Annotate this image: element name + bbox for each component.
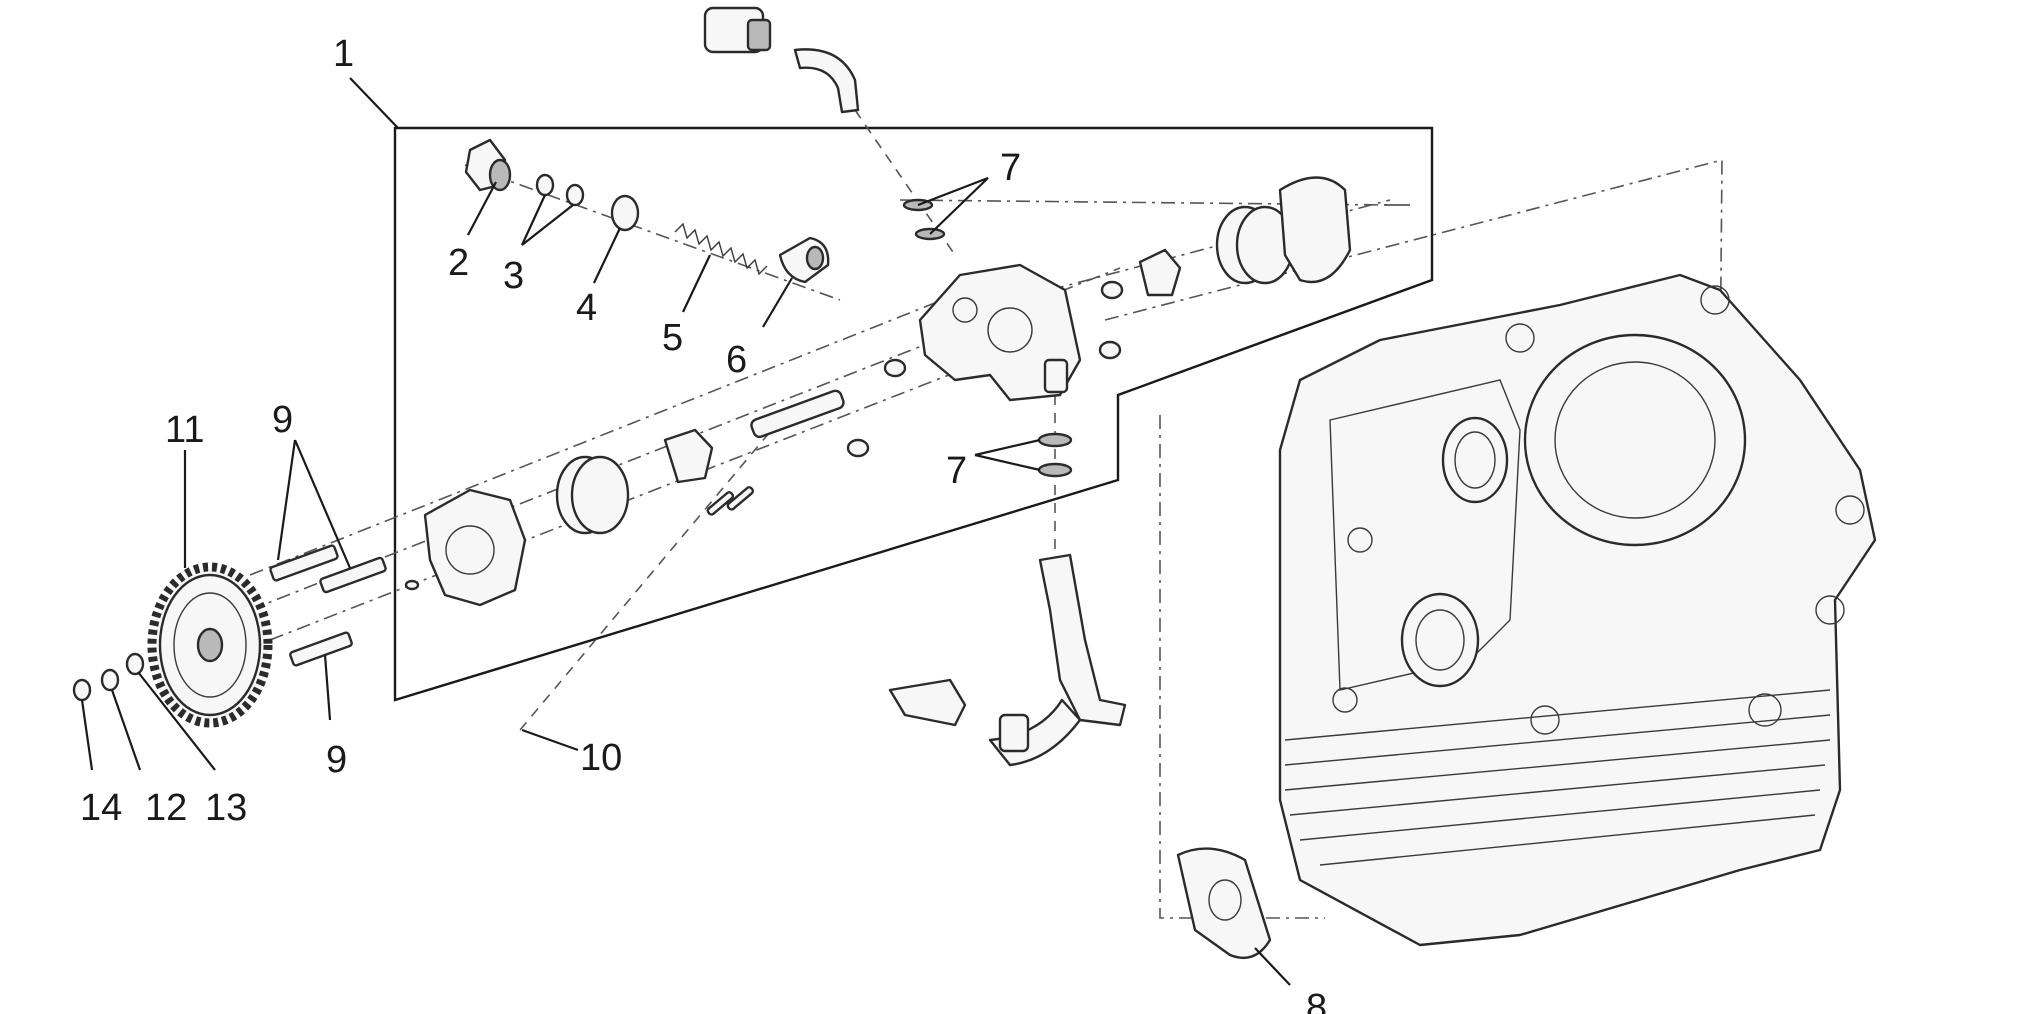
leader-lines <box>80 77 1291 986</box>
callout-8: 8 <box>1306 987 1327 1014</box>
engine-crankcase <box>1278 273 1877 947</box>
callout-9-top: 9 <box>272 399 293 441</box>
pump-rotors-left <box>404 428 755 607</box>
cooling-fins <box>1284 689 1831 866</box>
callout-7-top: 7 <box>1000 147 1021 189</box>
oil-pipe-lower <box>888 553 1127 767</box>
callout-10: 10 <box>580 737 622 779</box>
callout-7-bottom: 7 <box>946 450 967 492</box>
o-rings <box>902 198 1073 478</box>
callout-13: 13 <box>205 787 247 829</box>
assembly-frame <box>393 126 1434 702</box>
washers-and-nut <box>72 652 145 702</box>
bolts <box>269 544 387 667</box>
callout-12: 12 <box>145 787 187 829</box>
pump-rear-cover <box>1176 847 1272 960</box>
callout-4: 4 <box>576 287 597 329</box>
pump-rotors-right <box>1138 176 1410 297</box>
callout-9-bottom: 9 <box>326 739 347 781</box>
callout-labels: 1 2 3 4 5 6 7 7 8 9 9 10 11 12 13 14 <box>80 33 1327 1014</box>
callout-5: 5 <box>662 317 683 359</box>
dowel-pins <box>706 486 755 516</box>
callout-3: 3 <box>503 255 524 297</box>
callout-1: 1 <box>333 33 354 75</box>
callout-6: 6 <box>726 339 747 381</box>
callout-11: 11 <box>165 409 204 451</box>
oil-pipe-top <box>703 6 860 114</box>
callout-14: 14 <box>80 787 122 829</box>
oil-pump-body <box>750 263 1124 458</box>
spring <box>674 222 768 276</box>
drive-gear <box>147 562 273 728</box>
callout-2: 2 <box>448 242 469 284</box>
